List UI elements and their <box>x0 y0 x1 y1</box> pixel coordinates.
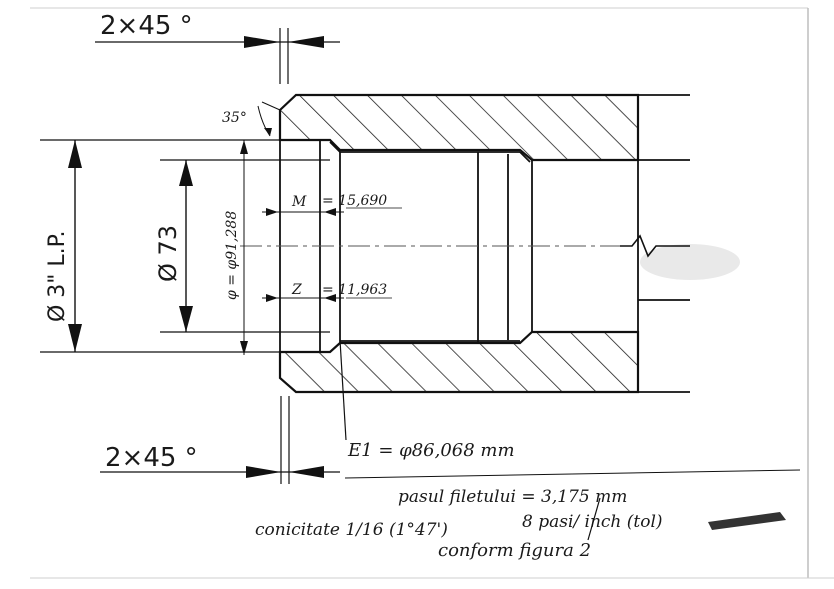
note-pasi: 8 pasi/ inch (tol) <box>522 512 663 532</box>
notes: pasul filetului = 3,175 mm conicitate 1/… <box>255 469 801 561</box>
dimension-91: φ = φ91,288 <box>224 140 248 355</box>
z-label: Z <box>291 282 302 298</box>
hatched-wall-top <box>278 93 640 162</box>
angle-label: 35° <box>222 110 247 126</box>
scan-shadow <box>640 244 740 280</box>
dimension-73-label: Ø 73 <box>154 225 182 282</box>
z-value: = 11,963 <box>322 282 387 298</box>
note-conic: conicitate 1/16 (1°47') <box>255 520 448 540</box>
dimension-m: M = 15,690 <box>262 193 402 216</box>
chamfer-angle: 35° <box>222 101 281 137</box>
hatched-wall-bottom <box>278 330 640 394</box>
bore-outline <box>279 94 690 393</box>
scribble-mark <box>708 512 786 530</box>
dimension-3lp: Ø 3" L.P. <box>45 140 82 352</box>
note-conform: conform figura 2 <box>438 540 591 561</box>
chamfer-top-label: 2×45 ° <box>100 11 193 41</box>
e1-label: E1 = φ86,068 mm <box>347 440 515 461</box>
note-pas: pasul filetului = 3,175 mm <box>398 487 627 507</box>
center-line <box>240 234 690 258</box>
chamfer-bottom-callout: 2×45 ° <box>100 396 340 484</box>
m-value: = 15,690 <box>322 193 387 209</box>
scan-frame <box>30 7 834 579</box>
extension-lines <box>40 139 330 353</box>
e1-callout: E1 = φ86,068 mm <box>339 339 515 461</box>
chamfer-top-callout: 2×45 ° <box>95 11 340 84</box>
chamfer-bottom-label: 2×45 ° <box>105 443 198 473</box>
dimension-z: Z = 11,963 <box>262 282 392 302</box>
dimension-91-label: φ = φ91,288 <box>224 211 240 300</box>
dimension-3lp-label: Ø 3" L.P. <box>45 230 70 322</box>
dimension-73: Ø 73 <box>154 160 193 332</box>
m-label: M <box>291 194 307 210</box>
